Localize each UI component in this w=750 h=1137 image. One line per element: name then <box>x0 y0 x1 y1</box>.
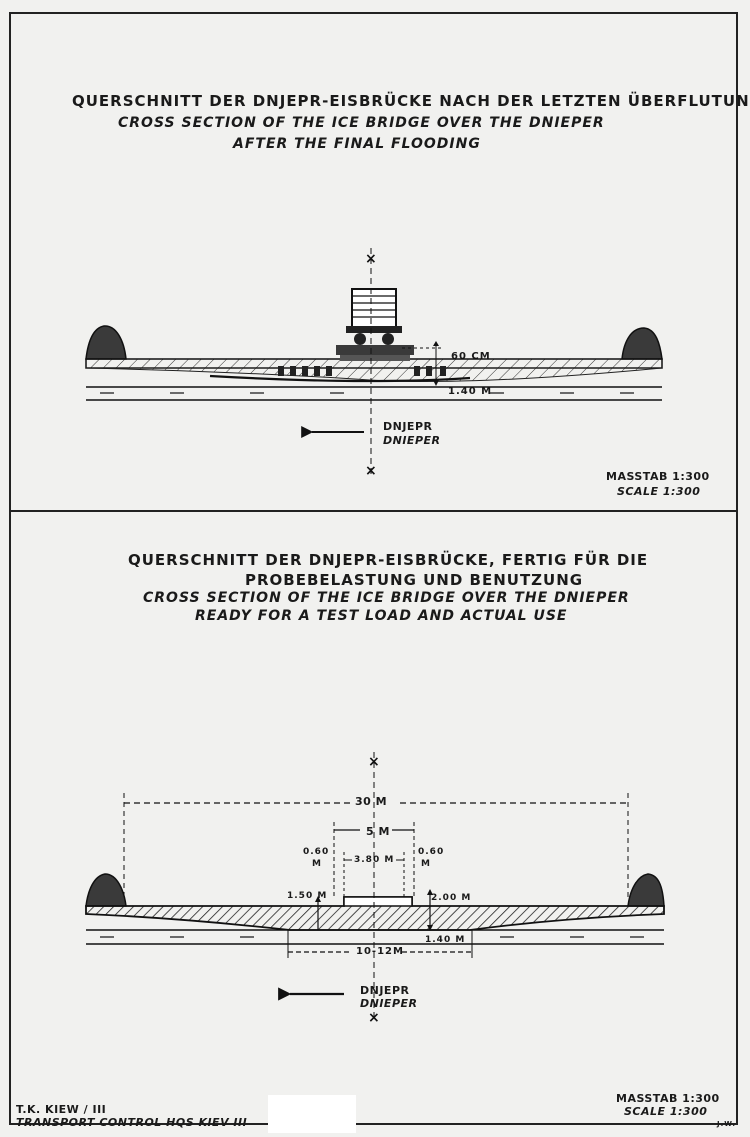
top-river-label-german: DNJEPR <box>383 420 433 433</box>
bottom-title-german-line2: PROBEBELASTUNG UND BENUTZUNG <box>245 571 584 589</box>
top-right-bank <box>621 327 663 360</box>
svg-text:×: × <box>368 1010 380 1026</box>
bottom-dim-30m: 30 M <box>355 795 388 808</box>
svg-text:×: × <box>365 463 377 479</box>
bottom-dim-140m: 1.40 M <box>425 935 466 945</box>
top-dim-60cm: 60 CM <box>451 351 491 362</box>
svg-text:×: × <box>368 754 380 770</box>
bottom-dim-060-right: 0.60 <box>418 847 445 857</box>
top-scale-english: SCALE 1:300 <box>617 485 701 498</box>
footer-unit-line: T.K. KIEW / III <box>16 1103 107 1116</box>
top-title-german: QUERSCHNITT DER DNJEPR-EISBRÜCKE NACH DE… <box>72 92 750 110</box>
bottom-dim-380m: 3.80 M <box>354 855 395 865</box>
blank-label-patch <box>268 1095 356 1133</box>
top-title-english-line1: CROSS SECTION OF THE ICE BRIDGE OVER THE… <box>118 115 605 131</box>
bottom-cross-section: × × <box>85 752 665 1026</box>
svg-text:×: × <box>365 251 377 267</box>
top-title-english-line2: AFTER THE FINAL FLOODING <box>233 136 481 152</box>
rail-wagon-icon <box>336 288 414 361</box>
top-dim-140m: 1.40 M <box>448 386 493 397</box>
bottom-panel-frame <box>9 510 738 1125</box>
bottom-right-bank <box>627 873 665 907</box>
bottom-dim-200m: 2.00 M <box>431 893 472 903</box>
top-left-bank <box>85 325 127 360</box>
bottom-left-bank <box>85 873 127 907</box>
bottom-scale-english: SCALE 1:300 <box>624 1105 708 1118</box>
top-river-label-english: DNIEPER <box>383 434 441 447</box>
footer-unit-line-english: TRANSPORT CONTROL HQS KIEV III <box>16 1116 248 1129</box>
bottom-title-english-line1: CROSS SECTION OF THE ICE BRIDGE OVER THE… <box>143 590 630 606</box>
bottom-dim-10-12m: 10-12M <box>356 946 404 957</box>
bottom-dim-5m: 5 M <box>366 825 390 838</box>
bottom-title-english-line2: READY FOR A TEST LOAD AND ACTUAL USE <box>195 608 568 624</box>
bottom-scale-german: MASSTAB 1:300 <box>616 1092 720 1105</box>
top-ice-lens <box>85 367 663 382</box>
bottom-dim-060-right-unit: M <box>421 859 431 869</box>
top-scale-german: MASSTAB 1:300 <box>606 470 710 483</box>
bottom-dim-060-left: 0.60 <box>303 847 330 857</box>
bottom-ice-body <box>85 896 665 931</box>
bottom-river-label-german: DNJEPR <box>360 984 410 997</box>
footer-initials: J.W. <box>717 1120 737 1128</box>
bottom-dim-150m: 1.50 M <box>287 891 328 901</box>
bottom-title-german-line1: QUERSCHNITT DER DNJEPR-EISBRÜCKE, FERTIG… <box>128 551 649 569</box>
top-cross-section: × × <box>85 248 663 479</box>
bottom-dim-060-left-unit: M <box>312 859 322 869</box>
